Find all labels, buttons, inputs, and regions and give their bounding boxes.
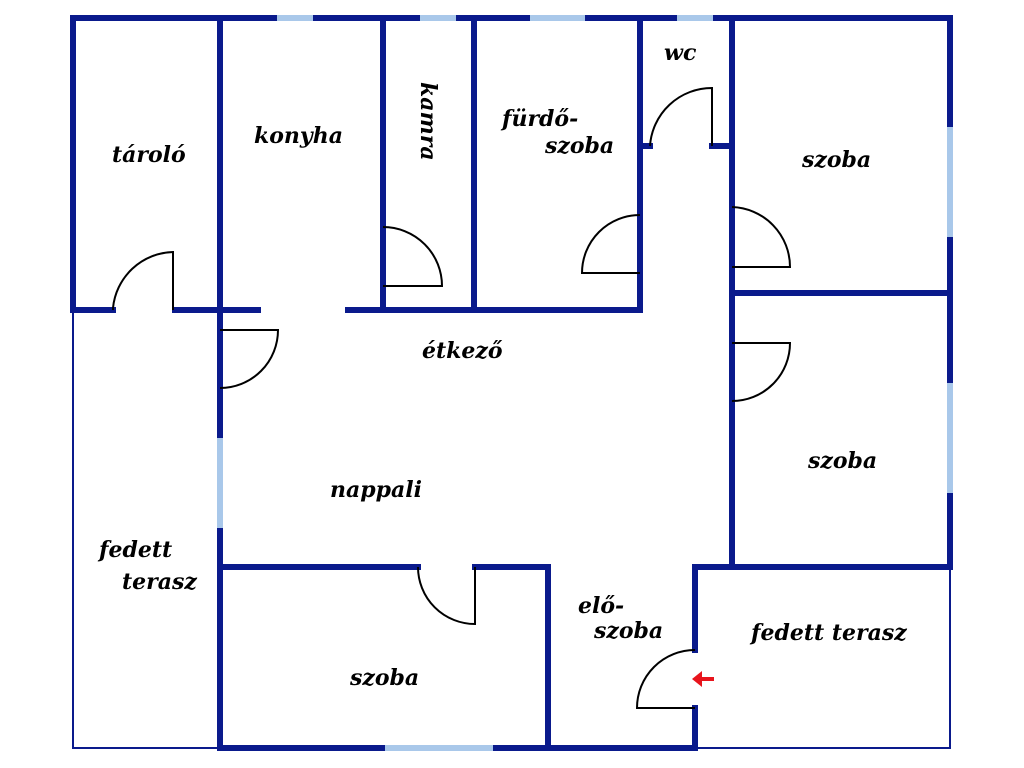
- room-label-fedett-terasz-w-2: terasz: [122, 569, 197, 595]
- door-entrance: [635, 649, 696, 709]
- door-kamra: [382, 226, 444, 287]
- room-label-fedett-terasz-se: fedett terasz: [749, 620, 907, 646]
- door-wc: [649, 86, 713, 147]
- doors: [112, 86, 792, 709]
- entrance-arrow-icon: [692, 671, 714, 687]
- room-label-fedett-terasz-w-1: fedett: [97, 537, 172, 563]
- door-szoba-e: [731, 342, 792, 402]
- room-label-wc: wc: [664, 40, 697, 66]
- room-label-eloszoba-1: elő-: [578, 593, 624, 619]
- room-label-eloszoba-2: szoba: [593, 618, 663, 644]
- room-labels: tároló konyha kamra fürdő- szoba wc szob…: [97, 40, 907, 691]
- room-label-etkezo: étkező: [422, 338, 503, 364]
- room-label-kamra: kamra: [415, 82, 441, 161]
- room-label-szoba-s: szoba: [349, 665, 419, 691]
- room-label-tarolo: tároló: [112, 142, 186, 168]
- door-szoba-ne: [731, 206, 792, 268]
- terrace-outlines: [72, 310, 951, 749]
- room-label-nappali: nappali: [330, 477, 422, 503]
- door-tarolo: [112, 250, 174, 310]
- room-label-szoba-e: szoba: [807, 448, 877, 474]
- walls: [70, 15, 953, 751]
- room-label-furdo-2: szoba: [544, 133, 614, 159]
- door-szoba-s: [417, 566, 476, 626]
- windows: [217, 15, 953, 751]
- room-label-konyha: konyha: [254, 123, 343, 149]
- room-label-szoba-ne: szoba: [801, 147, 871, 173]
- room-label-furdo-1: fürdő-: [500, 106, 578, 132]
- door-furdo: [580, 214, 641, 274]
